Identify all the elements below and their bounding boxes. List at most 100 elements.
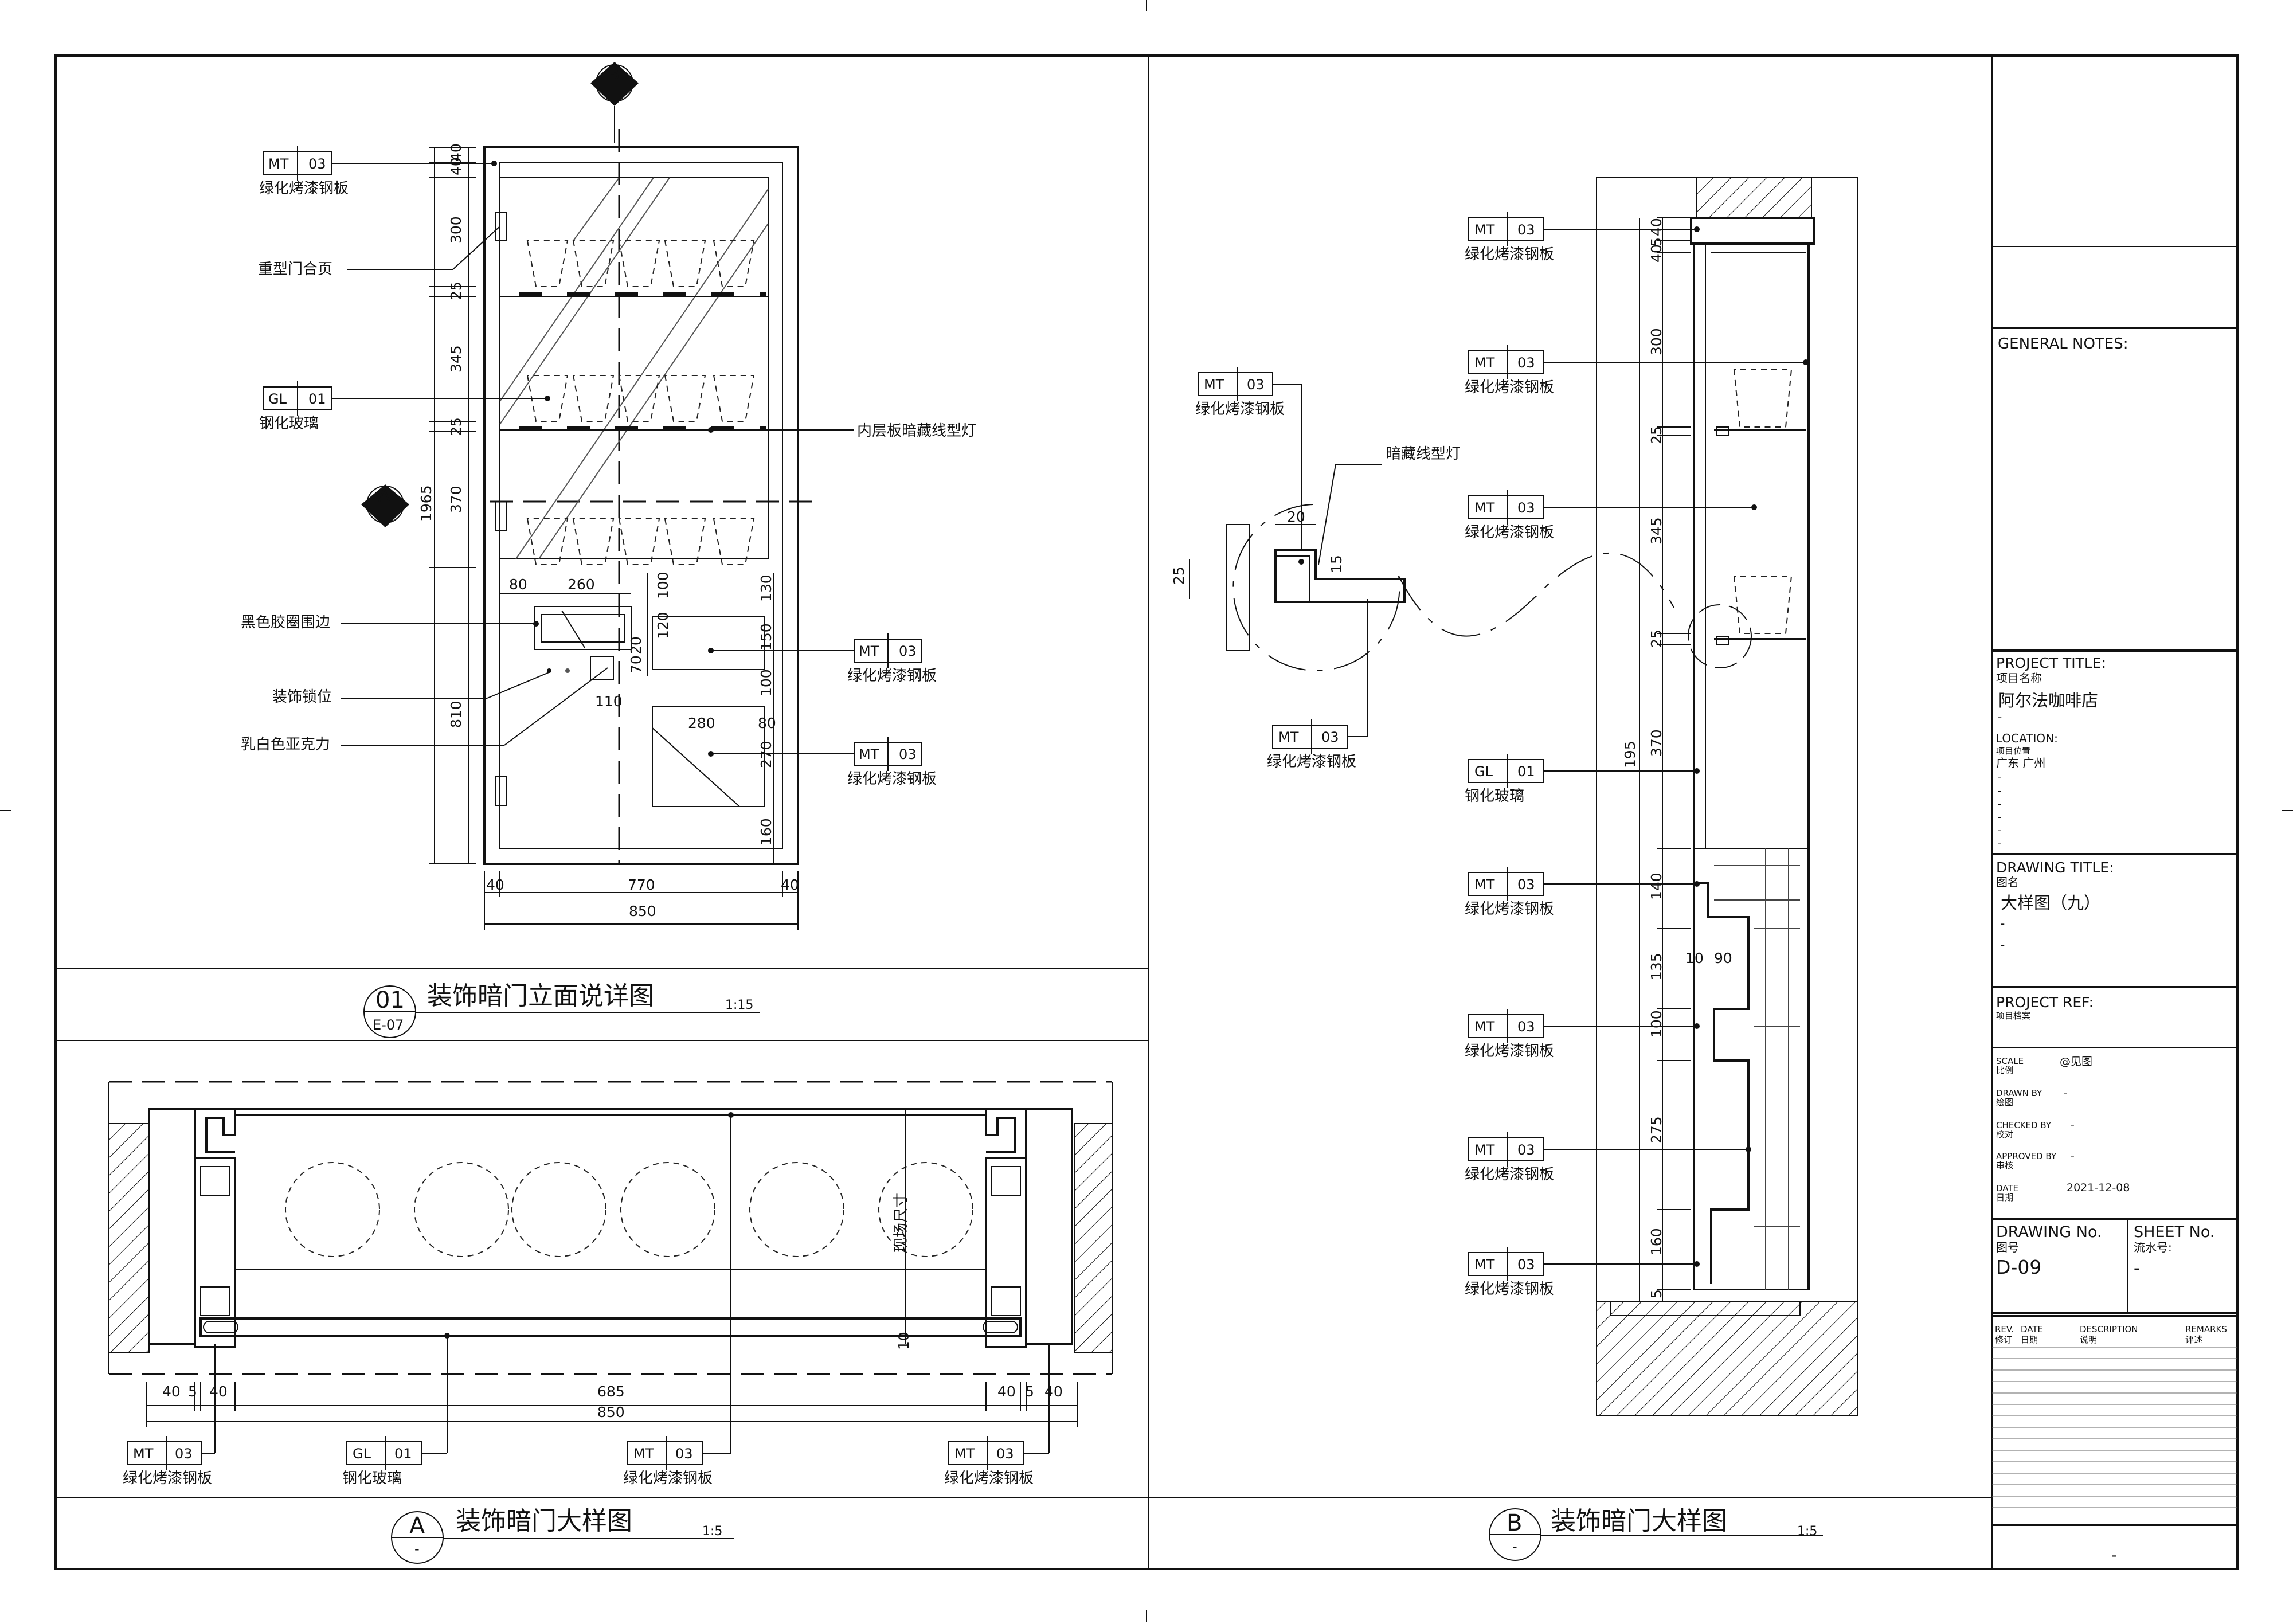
project-name: 阿尔法咖啡店 (1998, 691, 2098, 710)
view-title: 装饰暗门立面说详图 (427, 981, 654, 1011)
dim-280: 280 (688, 715, 715, 731)
leader-dot (1694, 1261, 1700, 1267)
tag-name: 绿化烤漆钢板 (1195, 401, 1285, 418)
date-val: 2021-12-08 (2067, 1181, 2130, 1194)
dim-110: 110 (595, 693, 623, 710)
dim-b-25b: 25 (1648, 629, 1665, 648)
tag-code: MT (1474, 500, 1495, 516)
scale-cn: 比例 (1996, 1065, 2013, 1075)
section-marker-a: A (361, 484, 409, 527)
lock-box (590, 656, 614, 680)
title-block: GENERAL NOTES: PROJECT TITLE: 项目名称 阿尔法咖啡… (1992, 246, 2237, 1564)
leader-dot (1694, 881, 1700, 887)
desc-cn: 说明 (2080, 1335, 2097, 1345)
dim-b40b: 40 (781, 876, 799, 893)
dim-25b: 25 (448, 417, 464, 436)
tag-code: GL (353, 1446, 371, 1462)
location-cn: 项目位置 (1996, 746, 2030, 756)
drawn-cn: 绘图 (1996, 1097, 2013, 1108)
dim-b-140: 140 (1648, 872, 1665, 900)
tag-name: 钢化玻璃 (342, 1470, 402, 1487)
project-ref-en: PROJECT REF: (1996, 994, 2094, 1011)
tag-code: MT (633, 1446, 654, 1462)
tag-code: MT (859, 746, 879, 762)
tag-name: 绿化烤漆钢板 (259, 180, 349, 197)
dim-80: 80 (509, 576, 527, 593)
date2-en: DATE (2021, 1324, 2043, 1335)
tag-name: 钢化玻璃 (259, 415, 319, 432)
dim-1965: 1965 (418, 485, 435, 522)
wall-right (1074, 1123, 1113, 1353)
tag-num: 03 (1247, 377, 1265, 393)
tag-code: MT (1474, 1257, 1495, 1273)
remarks-cn: 评述 (2185, 1335, 2202, 1345)
tag-01-mt-right2: MT 03 绿化烤漆钢板 (708, 737, 937, 788)
dim-120: 120 (655, 612, 671, 639)
tag-num: 03 (1517, 1142, 1535, 1158)
drawing-no-en: DRAWING No. (1996, 1223, 2102, 1241)
tag-name: 绿化烤漆钢板 (1465, 1281, 1554, 1298)
drawing-no-cn: 图号 (1996, 1240, 2019, 1254)
dims-b-left (1639, 217, 1691, 1301)
tag-name: 绿化烤漆钢板 (1465, 901, 1554, 918)
tag-01-mt-top: MT 03 绿化烤漆钢板 (259, 146, 497, 197)
location-dash-6: - (1998, 838, 2002, 850)
tag-num: 03 (1321, 729, 1339, 745)
det-25: 25 (1171, 566, 1187, 585)
tag-code: MT (954, 1446, 975, 1462)
label-rubber-edge: 黑色胶圈围边 (241, 614, 330, 631)
tag-code: MT (1474, 1142, 1495, 1158)
remarks-en: REMARKS (2185, 1324, 2227, 1335)
tag-num: 03 (308, 156, 326, 172)
view-a-plan: 现场尺寸 10 40 5 40 685 40 5 40 850 MT 03 绿化… (108, 1081, 1113, 1564)
view-scale: 1:5 (702, 1524, 722, 1539)
label-acrylic: 乳白色亚克力 (241, 736, 330, 753)
tag-num: 01 (308, 391, 326, 407)
checked-cn: 校对 (1996, 1129, 2013, 1140)
dim-a-850: 850 (597, 1404, 625, 1420)
tag-a-mt-1: MT 03 绿化烤漆钢板 (123, 1344, 216, 1487)
marker-a-letter: A (378, 486, 390, 506)
dim-b770: 770 (628, 876, 655, 893)
tag-num: 01 (394, 1446, 412, 1462)
door-outer-frame (483, 146, 799, 865)
tag-name: 绿化烤漆钢板 (847, 667, 937, 684)
dim-370: 370 (448, 486, 464, 513)
location-dash-4: - (1998, 811, 2002, 823)
dim-b-10: 10 (1685, 950, 1704, 966)
label-hinge: 重型门合页 (258, 261, 332, 278)
location-dash-2: - (1998, 785, 2002, 797)
checked-val: - (2071, 1118, 2075, 1131)
tag-01-gl: GL 01 钢化玻璃 (259, 381, 550, 432)
drawing-title-en: DRAWING TITLE: (1996, 859, 2114, 876)
project-name-dash: - (1998, 710, 2002, 724)
tag-code: MT (133, 1446, 154, 1462)
dim-a-40c: 40 (997, 1383, 1016, 1400)
dim-300: 300 (448, 216, 464, 244)
view-01-title: 01 E-07 装饰暗门立面说详图 1:15 (363, 981, 760, 1038)
tag-b-mt-1: MT 03 绿化烤漆钢板 (1195, 367, 1302, 550)
glass-reflection-lines (499, 177, 769, 559)
tag-name: 绿化烤漆钢板 (1465, 524, 1554, 541)
glass-panel-section (199, 1317, 1022, 1337)
view-a-title: A - 装饰暗门大样图 1:5 (391, 1506, 734, 1564)
tag-num: 03 (675, 1446, 693, 1462)
dim-b-195: 195 (1622, 741, 1638, 768)
dim-b-5a: 5 (1648, 237, 1665, 246)
view-b-title: B - 装饰暗门大样图 1:5 (1489, 1506, 1823, 1561)
tag-code: MT (1474, 1019, 1495, 1035)
tag-code: GL (1474, 764, 1493, 780)
drawing-title-cn: 图名 (1996, 875, 2019, 889)
desc-en: DESCRIPTION (2080, 1324, 2138, 1335)
dim-b-40a: 40 (1648, 218, 1665, 236)
project-title-cn: 项目名称 (1996, 671, 2042, 685)
dim-b850: 850 (629, 903, 656, 919)
shelves (500, 292, 768, 431)
dim-a-685: 685 (597, 1383, 625, 1400)
view-b-section: 40 5 40 300 25 345 25 370 195 140 135 10… (1171, 177, 1858, 1561)
dim-a-5a: 5 (188, 1383, 197, 1400)
